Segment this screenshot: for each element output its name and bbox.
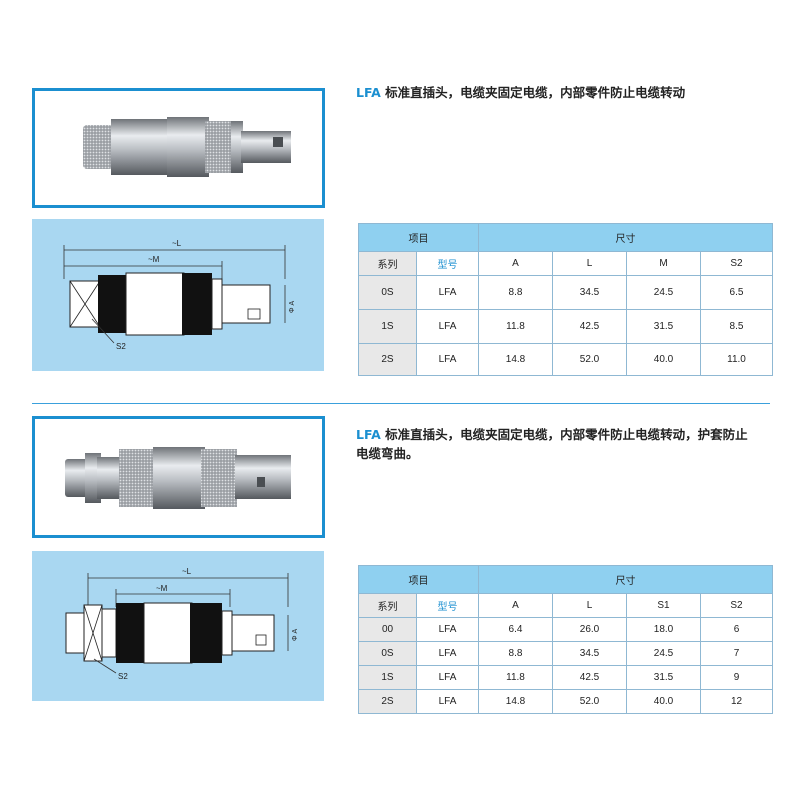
technical-drawing-svg-2: ~L ~M Φ A S2	[65, 567, 299, 681]
dimension-label-A: Φ A	[289, 300, 296, 313]
cell-value: 18.0	[626, 617, 701, 642]
cell-model: LFA	[416, 689, 479, 714]
cell-value: 42.5	[552, 665, 627, 690]
cell-value: 34.5	[552, 275, 627, 310]
cell-value: 24.5	[626, 275, 701, 310]
cell-value: 14.8	[478, 343, 553, 376]
column-header: 型号	[416, 251, 479, 276]
column-header: 系列	[358, 593, 417, 618]
connector-photo-frame-2	[32, 416, 325, 538]
column-header: L	[552, 251, 627, 276]
table-row: 1S LFA 11.8 42.5 31.5 8.5	[358, 309, 773, 344]
cell-value: 9	[700, 665, 773, 690]
dimension-label-S2: S2	[116, 342, 126, 351]
column-header: S2	[700, 593, 773, 618]
column-header: M	[626, 251, 701, 276]
technical-drawing-1: ~L ~M Φ A S2	[32, 219, 324, 371]
title-description-line2: 电缆弯曲。	[356, 446, 419, 461]
column-header: S2	[700, 251, 773, 276]
connector-photo-2	[65, 447, 291, 509]
cell-value: 8.8	[478, 641, 553, 666]
connector-photo-frame-1	[32, 88, 325, 208]
dimension-label-M: ~M	[148, 255, 160, 264]
cell-value: 14.8	[478, 689, 553, 714]
cell-value: 11.0	[700, 343, 773, 376]
cell-value: 42.5	[552, 309, 627, 344]
header-item: 项目	[358, 565, 479, 594]
column-header: A	[478, 593, 553, 618]
cell-value: 7	[700, 641, 773, 666]
column-header: 系列	[358, 251, 417, 276]
cell-value: 40.0	[626, 343, 701, 376]
table-row: 0S LFA 8.8 34.5 24.5 6.5	[358, 275, 773, 310]
cell-model: LFA	[416, 309, 479, 344]
table-row: 00 LFA 6.4 26.0 18.0 6	[358, 617, 773, 642]
dimension-label-M: ~M	[156, 584, 168, 593]
table-row: 2S LFA 14.8 52.0 40.0 11.0	[358, 343, 773, 376]
cell-value: 11.8	[478, 309, 553, 344]
header-size: 尺寸	[478, 223, 773, 252]
header-item: 项目	[358, 223, 479, 252]
column-header: 型号	[416, 593, 479, 618]
table-row: 0S LFA 8.8 34.5 24.5 7	[358, 641, 773, 666]
spec-table-2: 项目 尺寸 系列 型号 A L S1 S2 00 LFA 6.4 26.0 18…	[358, 565, 773, 714]
cell-series: 1S	[358, 665, 417, 690]
column-header: A	[478, 251, 553, 276]
cell-model: LFA	[416, 617, 479, 642]
cell-value: 6.4	[478, 617, 553, 642]
connector-photo-1	[83, 117, 291, 177]
spec-table-1: 项目 尺寸 系列 型号 A L M S2 0S LFA 8.8 34.5 24.…	[358, 223, 773, 376]
cell-value: 52.0	[552, 343, 627, 376]
cell-value: 6.5	[700, 275, 773, 310]
section-title-2: LFA 标准直插头，电缆夹固定电缆，内部零件防止电缆转动，护套防止 电缆弯曲。	[356, 425, 776, 463]
cell-series: 2S	[358, 689, 417, 714]
cell-model: LFA	[416, 641, 479, 666]
column-header: L	[552, 593, 627, 618]
dimension-label-A: Φ A	[292, 628, 299, 641]
cell-value: 8.8	[478, 275, 553, 310]
cell-value: 31.5	[626, 665, 701, 690]
cell-series: 0S	[358, 641, 417, 666]
cell-series: 00	[358, 617, 417, 642]
cell-series: 2S	[358, 343, 417, 376]
table-row: 2S LFA 14.8 52.0 40.0 12	[358, 689, 773, 714]
cell-value: 31.5	[626, 309, 701, 344]
technical-drawing-svg-1: ~L ~M Φ A S2	[63, 239, 296, 351]
brand-label: LFA	[356, 427, 381, 442]
cell-value: 8.5	[700, 309, 773, 344]
cell-value: 40.0	[626, 689, 701, 714]
dimension-label-S2: S2	[118, 672, 128, 681]
header-size: 尺寸	[478, 565, 773, 594]
column-header: S1	[626, 593, 701, 618]
cell-model: LFA	[416, 275, 479, 310]
title-description: 标准直插头，电缆夹固定电缆，内部零件防止电缆转动	[385, 85, 686, 100]
cell-model: LFA	[416, 343, 479, 376]
cell-series: 0S	[358, 275, 417, 310]
dimension-label-L: ~L	[172, 239, 182, 248]
cell-value: 52.0	[552, 689, 627, 714]
title-description: 标准直插头，电缆夹固定电缆，内部零件防止电缆转动，护套防止	[385, 427, 748, 442]
cell-value: 24.5	[626, 641, 701, 666]
technical-drawing-2: ~L ~M Φ A S2	[32, 551, 324, 701]
cell-value: 6	[700, 617, 773, 642]
cell-value: 26.0	[552, 617, 627, 642]
section-title-1: LFA 标准直插头，电缆夹固定电缆，内部零件防止电缆转动	[356, 83, 776, 102]
cell-value: 34.5	[552, 641, 627, 666]
section-divider	[32, 403, 770, 404]
dimension-label-L: ~L	[182, 567, 192, 576]
cell-series: 1S	[358, 309, 417, 344]
cell-model: LFA	[416, 665, 479, 690]
cell-value: 11.8	[478, 665, 553, 690]
brand-label: LFA	[356, 85, 381, 100]
table-row: 1S LFA 11.8 42.5 31.5 9	[358, 665, 773, 690]
cell-value: 12	[700, 689, 773, 714]
